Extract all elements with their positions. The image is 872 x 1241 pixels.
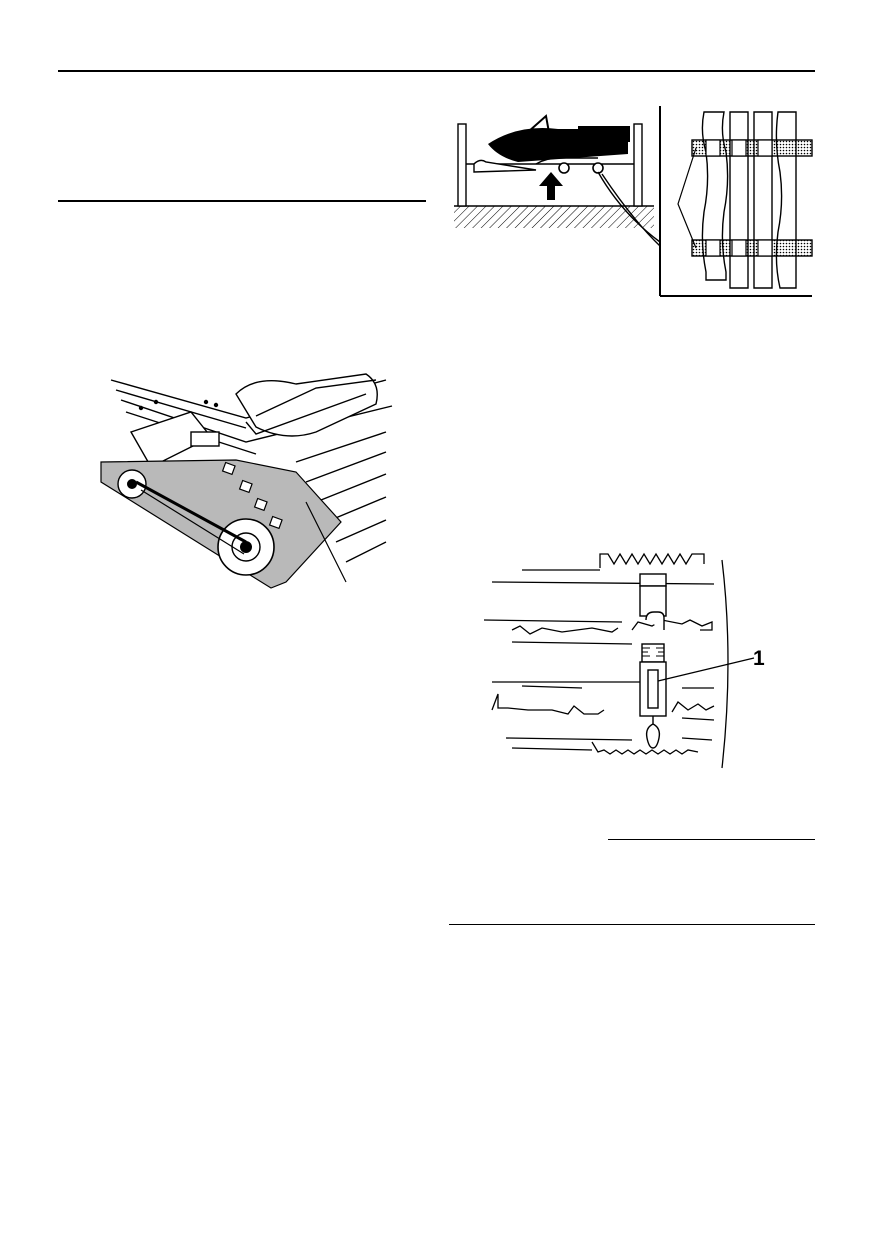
- callout-label-1: 1: [753, 647, 765, 670]
- header-rule: [58, 70, 815, 72]
- right-subsection-rule: [608, 839, 815, 840]
- right-section-rule: [449, 924, 815, 925]
- track-tension-spring-scale-illustration: [483, 552, 755, 769]
- track-rear-wheel-illustration: [100, 373, 393, 589]
- snowmobile-lifted-stand-illustration: [454, 106, 813, 297]
- left-section-rule: [58, 200, 426, 202]
